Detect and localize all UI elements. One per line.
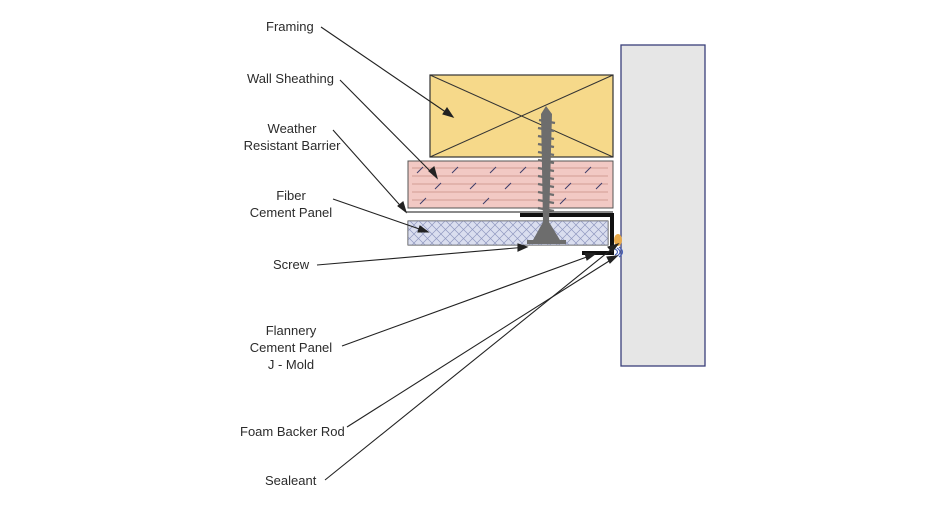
leader-wall-sheathing	[339, 79, 438, 179]
label-flannery-line1: Flannery	[265, 323, 317, 338]
label-fiber-cement-panel: Fiber Cement Panel	[248, 187, 334, 221]
wall-sheathing	[407, 160, 614, 209]
leader-j-mold	[341, 253, 596, 347]
label-flannery-line3: J - Mold	[267, 357, 315, 372]
label-screw: Screw	[273, 257, 310, 272]
label-weather-line1: Weather	[267, 121, 317, 136]
label-flannery-j-mold: Flannery Cement Panel J - Mold	[247, 322, 335, 373]
label-fiber-line2: Cement Panel	[249, 205, 333, 220]
leader-fiber-cement	[332, 198, 429, 233]
leader-screw	[316, 246, 528, 266]
label-flannery-line2: Cement Panel	[249, 340, 333, 355]
label-fiber-line1: Fiber	[276, 188, 306, 203]
screw	[527, 106, 566, 244]
label-wall-sheathing: Wall Sheathing	[247, 71, 334, 86]
j-mold	[520, 213, 614, 255]
leader-foam-backer-rod	[346, 255, 618, 428]
foam-backer-rod	[614, 246, 624, 258]
label-weather-line2: Resistant Barrier	[243, 138, 341, 153]
sealant-bead	[614, 234, 622, 246]
label-sealant: Sealeant	[265, 473, 317, 488]
label-framing: Framing	[266, 19, 314, 34]
label-foam-backer-rod: Foam Backer Rod	[240, 424, 345, 439]
leader-framing	[320, 26, 454, 118]
leader-sealant	[324, 243, 619, 481]
leader-weather-barrier	[332, 129, 407, 213]
adjacent-wall	[620, 44, 706, 367]
label-weather-resistant-barrier: Weather Resistant Barrier	[240, 120, 344, 154]
framing-member	[429, 74, 614, 158]
